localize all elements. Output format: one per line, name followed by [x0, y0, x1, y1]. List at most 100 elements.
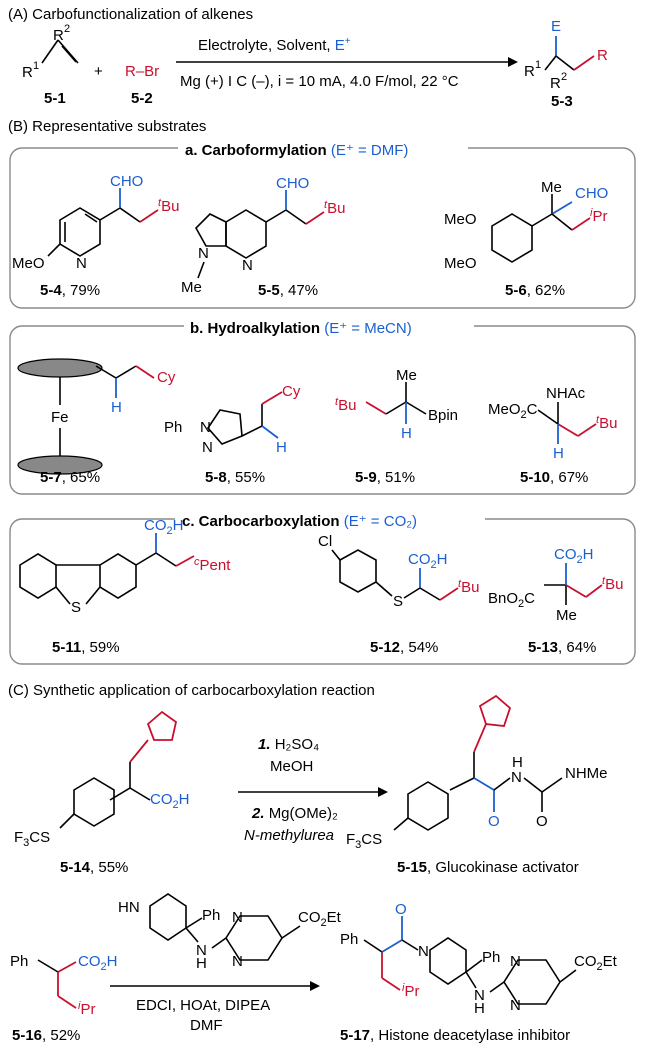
svg-text:N: N [418, 943, 429, 960]
compound-label-5-2: 5-2 [131, 90, 153, 107]
product-5-3 [544, 36, 595, 71]
box-b-label: b. Hydroalkylation (E⁺ = MeCN) [190, 320, 412, 337]
coupling-line1: EDCI, HOAt, DIPEA [136, 997, 270, 1014]
svg-text:Fe: Fe [51, 409, 69, 426]
svg-text:BnO2C: BnO2C [488, 590, 535, 610]
item-5-13: 5-13, 64% [528, 639, 596, 656]
svg-text:1: 1 [535, 59, 541, 71]
svg-text:CO2Et: CO2Et [298, 909, 342, 929]
svg-text:N: N [242, 257, 253, 274]
coupling-line2: DMF [190, 1017, 223, 1034]
svg-text:NHAc: NHAc [546, 385, 586, 402]
svg-text:Ph: Ph [202, 907, 220, 924]
box-a-label: a. Carboformylation (E⁺ = DMF) [185, 142, 408, 159]
svg-text:Cy: Cy [157, 369, 176, 386]
step2-reagent: 2. Mg(OMe)₂ [251, 805, 338, 822]
structure-5-6: Me CHO iPr MeO MeO [444, 179, 608, 272]
svg-text:Bpin: Bpin [428, 407, 458, 424]
electrophile-e: E [551, 18, 561, 35]
svg-text:N: N [232, 953, 243, 970]
svg-text:O: O [395, 901, 407, 918]
svg-text:N: N [474, 987, 485, 1004]
svg-text:CO2H: CO2H [408, 551, 447, 571]
structure-5-5: CHO tBu N N Me [181, 175, 345, 296]
step1-reagent: 1. H₂SO₄ [258, 736, 319, 753]
svg-text:MeO2C: MeO2C [488, 401, 538, 421]
item-5-4: 5-4, 79% [40, 282, 100, 299]
svg-text:O: O [536, 813, 548, 830]
box-c-label: c. Carbocarboxylation (E⁺ = CO₂) [182, 513, 417, 530]
svg-text:2: 2 [561, 71, 567, 83]
svg-text:tBu: tBu [602, 575, 623, 593]
svg-text:N: N [198, 245, 209, 262]
svg-text:tBu: tBu [335, 396, 356, 414]
svg-text:Ph: Ph [482, 949, 500, 966]
item-5-16: 5-16, 52% [12, 1027, 80, 1044]
svg-text:tBu: tBu [158, 197, 179, 215]
svg-text:N: N [196, 942, 207, 959]
svg-text:N: N [511, 769, 522, 786]
svg-text:tBu: tBu [324, 199, 345, 217]
svg-text:F3CS: F3CS [14, 829, 50, 849]
compound-label-5-3: 5-3 [551, 93, 573, 110]
item-5-10: 5-10, 67% [520, 469, 588, 486]
alkyl-bromide-formula: R–Br [125, 63, 159, 80]
step2-reagent2: N-methylurea [244, 827, 334, 844]
svg-text:CO2Et: CO2Et [574, 953, 618, 973]
item-5-6: 5-6, 62% [505, 282, 565, 299]
section-c-title: (C) Synthetic application of carbocarbox… [8, 682, 375, 699]
svg-text:Me: Me [181, 279, 202, 296]
structure-5-9: Me Bpin H tBu [335, 367, 458, 442]
section-b-title: (B) Representative substrates [8, 118, 206, 135]
svg-text:MeO: MeO [444, 211, 477, 228]
structure-5-4: CHO tBu N MeO [12, 173, 179, 272]
svg-text:N: N [510, 953, 521, 970]
item-5-15: 5-15, Glucokinase activator [397, 859, 579, 876]
svg-text:CO2H: CO2H [144, 517, 183, 537]
svg-text:iPr: iPr [78, 1000, 95, 1018]
svg-text:CHO: CHO [575, 185, 608, 202]
svg-text:H: H [111, 399, 122, 416]
item-5-14: 5-14, 55% [60, 859, 128, 876]
item-5-8: 5-8, 55% [205, 469, 265, 486]
svg-text:iPr: iPr [590, 207, 607, 225]
item-5-17: 5-17, Histone deacetylase inhibitor [340, 1027, 570, 1044]
svg-text:Me: Me [556, 607, 577, 624]
svg-text:N: N [76, 255, 87, 272]
svg-text:HN: HN [118, 899, 140, 916]
svg-text:R: R [524, 63, 535, 80]
svg-text:Cl: Cl [318, 533, 332, 550]
svg-text:H: H [474, 1000, 485, 1017]
svg-text:CO2H: CO2H [78, 953, 117, 973]
structure-5-7: Fe H Cy [17, 358, 176, 475]
svg-text:Me: Me [396, 367, 417, 384]
svg-text:H: H [401, 425, 412, 442]
item-5-5: 5-5, 47% [258, 282, 318, 299]
item-5-7: 5-7, 65% [40, 469, 100, 486]
group-r: R [597, 47, 608, 64]
plus-sign: + [94, 63, 103, 80]
svg-text:N: N [232, 909, 243, 926]
svg-text:iPr: iPr [402, 982, 419, 1000]
conditions-top: Electrolyte, Solvent, E+ [198, 36, 351, 54]
svg-text:MeO: MeO [444, 255, 477, 272]
svg-text:H: H [553, 445, 564, 462]
svg-text:N: N [200, 419, 211, 436]
structure-5-10: NHAc MeO2C H tBu [488, 385, 617, 462]
structure-5-14: CO2H F3CS [14, 710, 189, 849]
compound-label-5-1: 5-1 [44, 90, 66, 107]
structure-5-11: S CO2H cPent [19, 517, 231, 616]
svg-text:N: N [510, 997, 521, 1014]
structure-5-13: CO2H BnO2C Me tBu [488, 546, 623, 624]
svg-text:F3CS: F3CS [346, 831, 382, 851]
structure-5-15: O N H O NHMe F3CS [346, 694, 608, 851]
svg-text:CO2H: CO2H [554, 546, 593, 566]
svg-text:CO2H: CO2H [150, 791, 189, 811]
item-5-9: 5-9, 51% [355, 469, 415, 486]
item-5-12: 5-12, 54% [370, 639, 438, 656]
step1-solvent: MeOH [270, 758, 313, 775]
svg-text:Ph: Ph [164, 419, 182, 436]
section-a-title: (A) Carbofunctionalization of alkenes [8, 6, 253, 23]
svg-text:H: H [512, 754, 523, 771]
